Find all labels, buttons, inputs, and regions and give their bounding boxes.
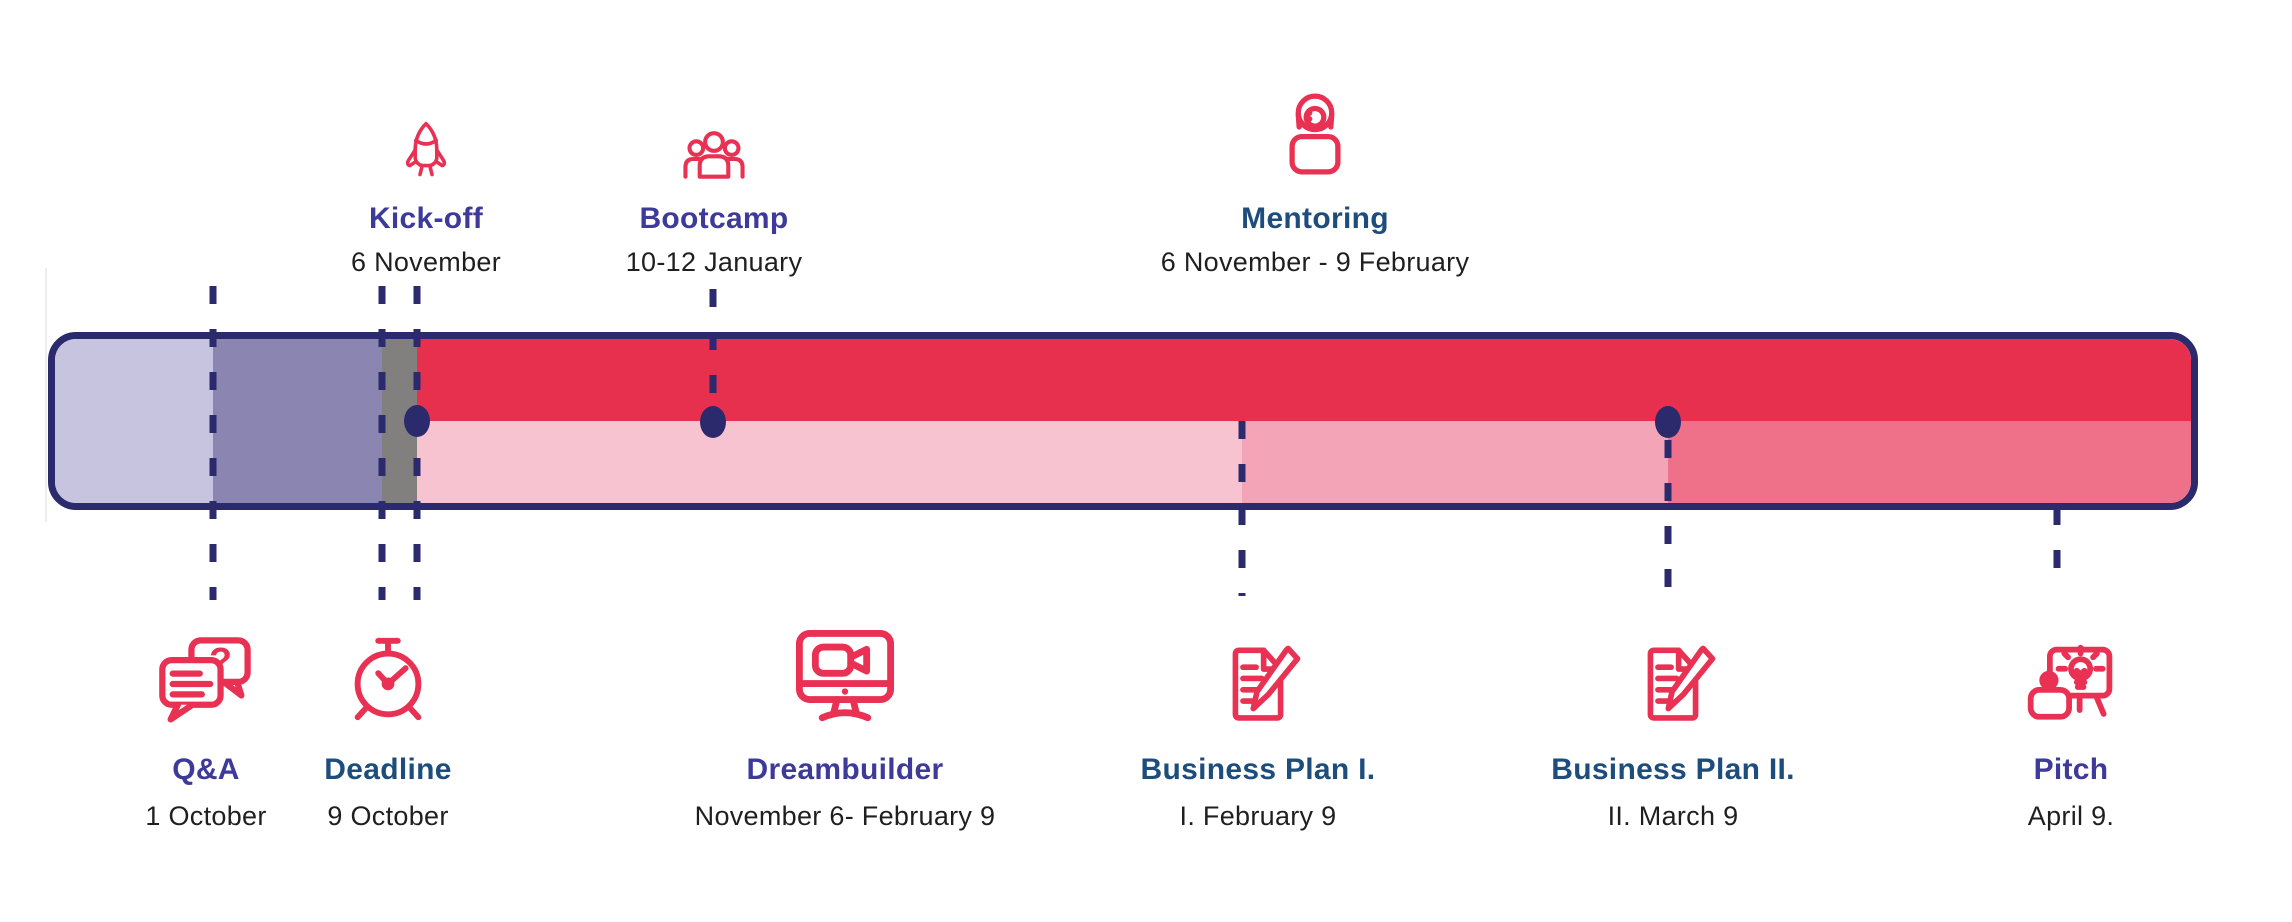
event-pitch: Pitch April 9.	[1881, 610, 2261, 832]
event-date: November 6- February 9	[694, 801, 996, 831]
event-label: Q&A	[172, 753, 240, 786]
event-label: Kick-off	[368, 202, 484, 235]
event-deadline: Deadline 9 October	[198, 610, 578, 832]
monitor-video-icon	[655, 610, 1035, 736]
event-label: Deadline	[324, 753, 452, 786]
event-date: 9 October	[327, 801, 449, 831]
document-pencil-icon	[1483, 610, 1863, 736]
event-date: April 9.	[2027, 801, 2115, 831]
event-label: Business Plan II.	[1551, 753, 1795, 786]
event-date: II. March 9	[1607, 801, 1739, 831]
document-pencil-icon	[1068, 610, 1448, 736]
page-edge-line	[45, 268, 47, 522]
timeline-segment-pink-light	[417, 421, 1242, 503]
event-date: 1 October	[145, 801, 267, 831]
stopwatch-icon	[198, 610, 578, 736]
timeline-segment-purple	[213, 339, 382, 503]
event-business-plan-2: Business Plan II. II. March 9	[1483, 610, 1863, 832]
event-dreambuilder: Dreambuilder November 6- February 9	[655, 610, 1035, 832]
event-mentoring: Mentoring 6 November - 9 February	[1125, 76, 1505, 278]
event-date: 6 November - 9 February	[1160, 247, 1470, 277]
event-kick-off: Kick-off 6 November	[236, 76, 616, 278]
event-label: Dreambuilder	[746, 753, 944, 786]
event-label: Pitch	[2033, 753, 2109, 786]
timeline-bar	[48, 332, 2198, 510]
people-group-icon	[524, 76, 904, 193]
event-label: Mentoring	[1241, 202, 1389, 235]
event-bootcamp: Bootcamp 10-12 January	[524, 76, 904, 278]
timeline-segment-red	[417, 339, 2191, 421]
timeline-segment-pink-dark	[1668, 421, 2191, 503]
timeline-segment-lavender	[55, 339, 213, 503]
rocket-icon	[236, 76, 616, 193]
mentor-person-icon	[1125, 76, 1505, 193]
event-business-plan-1: Business Plan I. I. February 9	[1068, 610, 1448, 832]
event-qa: ? Q&A 1 October	[16, 610, 396, 832]
chat-question-icon: ?	[16, 610, 396, 736]
event-label: Business Plan I.	[1140, 753, 1376, 786]
timeline-segment-pink-medium	[1242, 421, 1668, 503]
event-date: I. February 9	[1179, 801, 1337, 831]
timeline-segment-gray	[382, 339, 417, 503]
event-date: 10-12 January	[625, 247, 803, 277]
event-label: Bootcamp	[639, 202, 789, 235]
pitch-presentation-icon	[1881, 610, 2261, 736]
event-date: 6 November	[350, 247, 502, 277]
